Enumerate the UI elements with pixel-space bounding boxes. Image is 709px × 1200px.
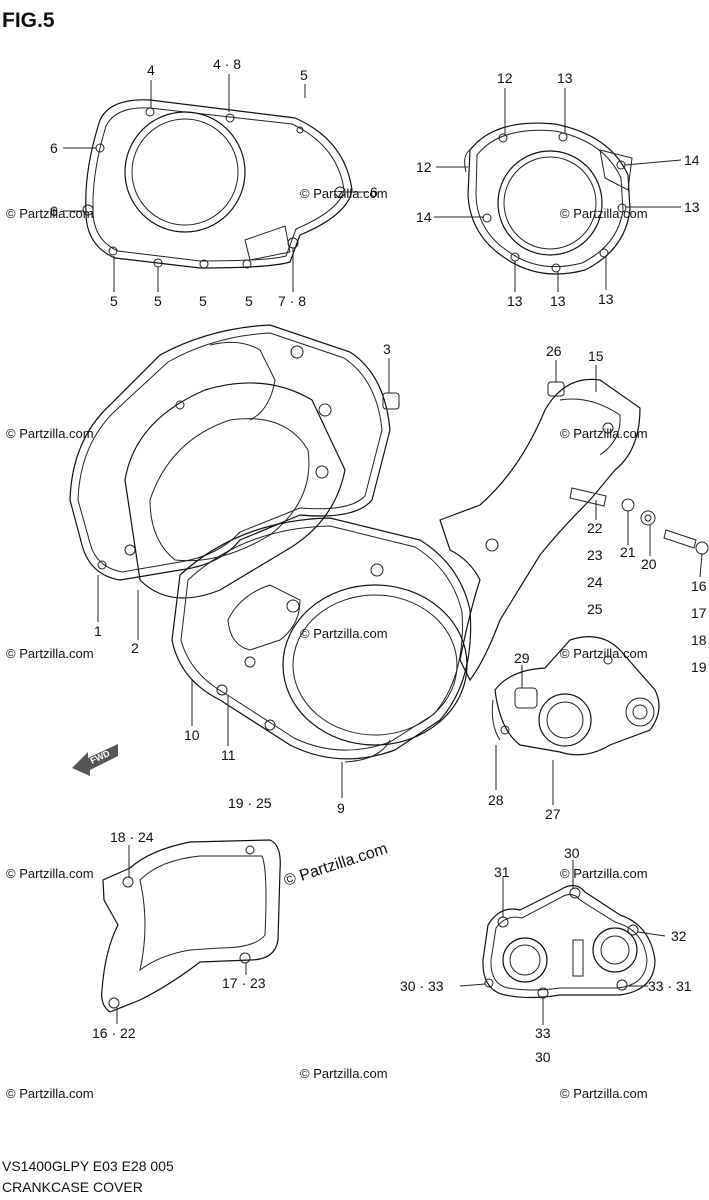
callout: 6 xyxy=(370,184,378,200)
callout: 33 · 31 xyxy=(648,978,692,994)
callout: 17 · 23 xyxy=(222,975,266,991)
callout: 12 xyxy=(497,70,513,86)
watermark-layer: © Partzilla.com © Partzilla.com © Partzi… xyxy=(6,186,648,1101)
crankcase-gasket-part xyxy=(69,324,391,599)
watermark: © Partzilla.com xyxy=(560,866,648,881)
forward-arrow-icon: FWD xyxy=(72,744,118,776)
callout: 3 xyxy=(383,341,391,357)
callout: 18 xyxy=(691,632,707,648)
callout: 30 xyxy=(535,1049,551,1065)
callout: 13 xyxy=(550,293,566,309)
callout: 26 xyxy=(546,343,562,359)
oil-pump-cover-part xyxy=(482,884,656,999)
callout: 5 xyxy=(300,67,308,83)
watermark: © Partzilla.com xyxy=(6,646,94,661)
sprocket-cover-part xyxy=(382,378,709,682)
callout: 9 xyxy=(337,800,345,816)
footer-code: VS1400GLPY E03 E28 005 xyxy=(2,1158,174,1174)
callout: 19 · 25 xyxy=(228,795,272,811)
callout: 14 xyxy=(416,209,432,225)
callout: 1 xyxy=(94,623,102,639)
watermark: © Partzilla.com xyxy=(300,186,388,201)
watermark: © Partzilla.com xyxy=(6,206,94,221)
water-pump-part xyxy=(491,636,660,756)
callout: 10 xyxy=(184,727,200,743)
callout: 15 xyxy=(588,348,604,364)
footer-name: CRANKCASE COVER xyxy=(2,1179,143,1195)
callout: 5 xyxy=(154,293,162,309)
callout: 28 xyxy=(488,792,504,808)
callout: 31 xyxy=(494,864,510,880)
callout: 7 · 8 xyxy=(278,293,306,309)
callout: 5 xyxy=(110,293,118,309)
callout: 18 · 24 xyxy=(110,829,154,845)
watermark: © Partzilla.com xyxy=(6,1086,94,1101)
callout: 16 · 22 xyxy=(92,1025,136,1041)
watermark-main: © Partzilla.com xyxy=(282,840,390,889)
callout: 24 xyxy=(587,574,603,590)
callout: 13 xyxy=(684,199,700,215)
callout: 13 xyxy=(507,293,523,309)
callout: 21 xyxy=(620,544,636,560)
callout: 4 · 8 xyxy=(213,56,241,72)
callout: 4 xyxy=(147,62,155,78)
watermark: © Partzilla.com xyxy=(6,426,94,441)
callout: 2 xyxy=(131,640,139,656)
callout: 13 xyxy=(557,70,573,86)
callout: 19 xyxy=(691,659,707,675)
callout: 30 · 33 xyxy=(400,978,444,994)
callout: 5 xyxy=(245,293,253,309)
callout: 11 xyxy=(221,747,236,763)
callout: 12 xyxy=(416,159,432,175)
callout: 22 xyxy=(587,520,603,536)
callout: 20 xyxy=(641,556,657,572)
figure-title: FIG.5 xyxy=(2,9,55,32)
generator-cover-part xyxy=(464,122,633,275)
watermark: © Partzilla.com xyxy=(560,426,648,441)
clutch-housing-cover-part xyxy=(171,517,472,763)
callout: 13 xyxy=(598,291,614,307)
callout: 6 xyxy=(50,140,58,156)
watermark: © Partzilla.com xyxy=(300,1066,388,1081)
callout: 30 xyxy=(564,845,580,861)
callout: 25 xyxy=(587,601,603,617)
callout: 6 xyxy=(50,203,58,219)
frame-guard-part xyxy=(101,839,281,1013)
clutch-cover-part xyxy=(82,99,353,269)
watermark: © Partzilla.com xyxy=(560,206,648,221)
callout: 33 xyxy=(535,1025,551,1041)
callout: 17 xyxy=(691,605,707,621)
callout: 14 xyxy=(684,152,700,168)
watermark: © Partzilla.com xyxy=(560,1086,648,1101)
leader-lines xyxy=(63,74,703,1025)
callout-labels: 4 4 · 8 5 6 6 6 5 5 5 5 7 · 8 12 13 12 1… xyxy=(50,56,707,1065)
callout: 29 xyxy=(514,650,530,666)
callout: 27 xyxy=(545,806,561,822)
watermark: © Partzilla.com xyxy=(6,866,94,881)
callout: 32 xyxy=(671,928,687,944)
callout: 23 xyxy=(587,547,603,563)
callout: 5 xyxy=(199,293,207,309)
watermark: © Partzilla.com xyxy=(300,626,388,641)
callout: 16 xyxy=(691,578,707,594)
